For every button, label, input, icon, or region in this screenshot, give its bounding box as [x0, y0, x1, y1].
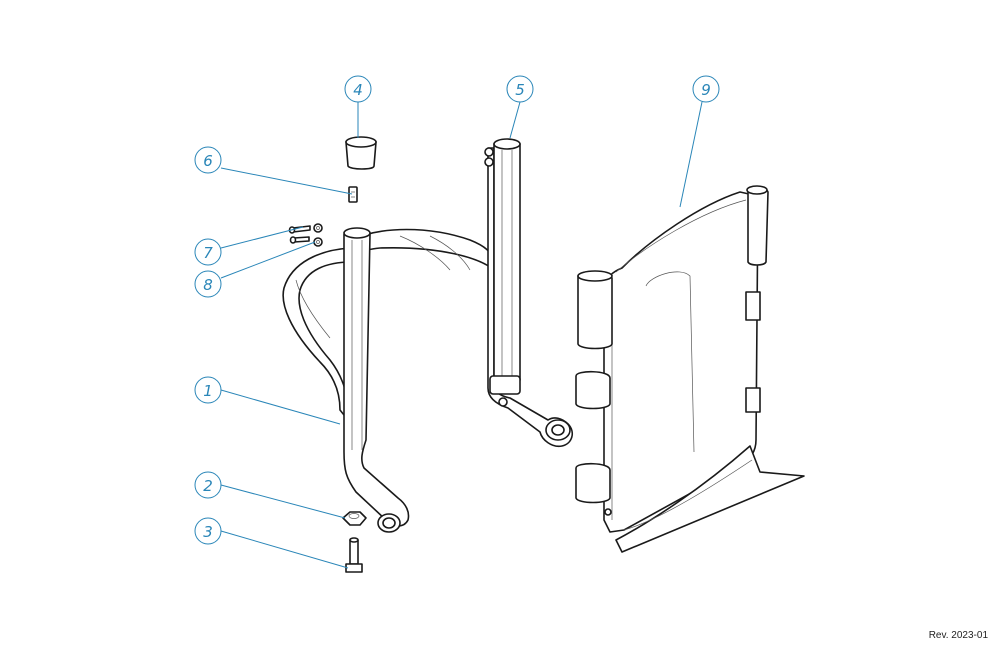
callout-5: 5	[506, 75, 534, 103]
part-6-clip	[348, 186, 358, 203]
part-1-frame-tube	[282, 227, 495, 533]
callout-7: 7	[194, 238, 222, 266]
revision-label: Rev. 2023-01	[928, 630, 988, 641]
part-3-bolt	[345, 537, 363, 573]
callout-4-label: 4	[353, 81, 363, 99]
callout-7-label: 7	[203, 244, 213, 262]
callout-5-label: 5	[515, 81, 525, 99]
callout-9-label: 9	[701, 81, 711, 99]
callout-3-label: 3	[203, 523, 213, 541]
callout-2: 2	[194, 471, 222, 499]
part-5-rear-post	[484, 138, 574, 448]
callout-1-label: 1	[203, 382, 213, 400]
callout-9: 9	[692, 75, 720, 103]
part-4-tube-cap	[345, 136, 377, 170]
callout-8: 8	[194, 270, 222, 298]
part-7-screws	[288, 225, 311, 244]
leader-lines	[220, 101, 703, 569]
callout-2-label: 2	[203, 477, 213, 495]
part-9-side-panel	[575, 185, 805, 553]
callout-6-label: 6	[203, 152, 213, 170]
callout-3: 3	[194, 517, 222, 545]
callout-4: 4	[344, 75, 372, 103]
part-2-nut	[342, 511, 367, 526]
callout-8-label: 8	[203, 276, 213, 294]
part-8-washers	[313, 223, 323, 247]
callout-6: 6	[194, 146, 222, 174]
callout-1: 1	[194, 376, 222, 404]
